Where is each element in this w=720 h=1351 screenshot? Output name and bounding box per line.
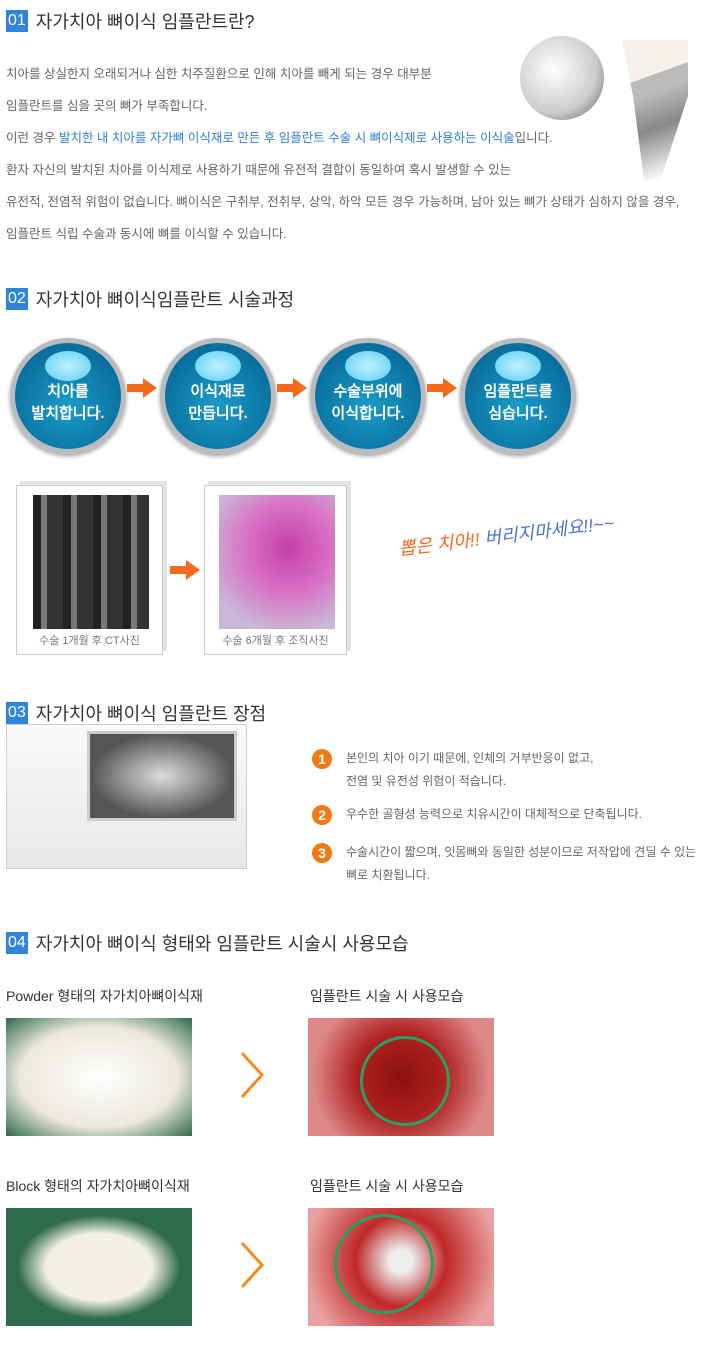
number-badge-icon: 1	[312, 749, 332, 769]
usage-label: 임플란트 시술 시 사용모습	[310, 988, 464, 1004]
text-line: 임플란트 식립 수술과 동시에 뼈를 이식할 수 있습니다.	[6, 227, 287, 241]
text-line: 임플란트를 심을 곳의 뼈가 부족합니다.	[6, 99, 208, 113]
xray-monitor-image	[6, 724, 247, 869]
number-badge-icon: 3	[312, 843, 332, 863]
section-heading: 자가치아 뼈이식임플란트 시술과정	[35, 290, 295, 310]
step-text: 만듭니다.	[188, 405, 248, 422]
ct-photo-card: 수술 1개월 후 CT사진	[16, 485, 163, 655]
tissue-photo-card: 수술 6개월 후 조직사진	[204, 485, 347, 655]
text: 이런 경우	[6, 131, 59, 145]
tissue-image	[219, 495, 335, 629]
advantage-text: 뼈로 치환됩니다.	[346, 868, 430, 882]
step-text: 치아를	[47, 383, 89, 400]
advantage-item-1: 1 본인의 치아 이기 때문에, 인체의 거부반응이 없고, 전염 및 유전성 위험…	[312, 747, 593, 793]
step-text: 발치합니다.	[31, 405, 105, 422]
text-line: 이런 경우 발치한 내 치아를 자가뼈 이식재로 만든 후 임플란트 수술 시 …	[6, 122, 679, 154]
section-2-title: 02 자가치아 뼈이식임플란트 시술과정	[6, 286, 294, 312]
section-1-title: 01 자가치아 뼈이식 임플란트란?	[6, 8, 255, 34]
powder-label: Powder 형태의 자가치아뼈이식재	[6, 988, 203, 1004]
arrow-right-icon	[127, 378, 157, 398]
advantage-text: 전염 및 유전성 위험이 적습니다.	[346, 774, 507, 788]
section-4-title: 04 자가치아 뼈이식 형태와 임플란트 시술시 사용모습	[6, 930, 409, 956]
advantage-item-2: 2 우수한 골형성 능력으로 치유시간이 대체적으로 단축됩니다.	[312, 803, 642, 826]
section-heading: 자가치아 뼈이식 임플란트란?	[35, 12, 255, 32]
usage-image-1	[308, 1018, 494, 1136]
section-number: 03	[6, 702, 28, 724]
handwriting-text: 버리지마세요!!~~	[483, 512, 616, 549]
advantage-text: 수술시간이 짧으며, 잇몸뼈와 동일한 성분이므로 저작압에 견딜 수 있는	[346, 845, 697, 859]
text-line: 치아를 상실한지 오래되거나 심한 치주질환으로 인해 치아를 빼게 되는 경우…	[6, 67, 432, 81]
step-text: 이식합니다.	[331, 405, 405, 422]
advantage-text: 우수한 골형성 능력으로 치유시간이 대체적으로 단축됩니다.	[346, 807, 643, 821]
block-image	[6, 1208, 192, 1326]
step-text: 심습니다.	[488, 405, 548, 422]
step-text: 임플란트를	[483, 383, 553, 400]
chevron-right-icon	[240, 1241, 265, 1289]
arrow-right-icon	[427, 378, 457, 398]
text-line: 환자 자신의 발치된 치아를 이식제로 사용하기 때문에 유전적 결합이 동일하…	[6, 163, 512, 177]
highlight-text: 발치한 내 치아를 자가뼈 이식재로 만든 후 임플란트 수술 시 뼈이식제로 …	[58, 131, 515, 145]
tooth-image	[520, 36, 604, 120]
section-heading: 자가치아 뼈이식 형태와 임플란트 시술시 사용모습	[35, 934, 409, 954]
step-text: 이식재로	[190, 383, 246, 400]
handwriting-text: 뽑은 치아!!	[397, 529, 481, 560]
usage-image-2	[308, 1208, 494, 1326]
text: 입니다.	[514, 131, 553, 145]
section-number: 01	[6, 10, 28, 32]
section-number: 02	[6, 288, 28, 310]
step-text: 수술부위에	[333, 383, 403, 400]
handwriting-message: 뽑은 치아!! 버리지마세요!!~~	[397, 509, 615, 561]
chevron-right-icon	[240, 1051, 265, 1099]
arrow-right-icon	[277, 378, 307, 398]
intro-paragraph: 치아를 상실한지 오래되거나 심한 치주질환으로 인해 치아를 빼게 되는 경우…	[6, 58, 679, 250]
arrow-right-icon	[170, 560, 200, 580]
section-heading: 자가치아 뼈이식 임플란트 장점	[35, 704, 267, 724]
photo-caption: 수술 6개월 후 조직사진	[222, 635, 329, 647]
number-badge-icon: 2	[312, 805, 332, 825]
ct-image	[33, 495, 149, 629]
usage-label: 임플란트 시술 시 사용모습	[310, 1178, 464, 1194]
text-line: 유전적, 전염적 위험이 없습니다. 뼈이식은 구취부, 전취부, 상악, 하악…	[6, 195, 680, 209]
section-3-title: 03 자가치아 뼈이식 임플란트 장점	[6, 700, 266, 726]
section-number: 04	[6, 932, 28, 954]
block-label: Block 형태의 자가치아뼈이식재	[6, 1178, 190, 1194]
powder-image	[6, 1018, 192, 1136]
photo-caption: 수술 1개월 후 CT사진	[39, 635, 140, 647]
advantage-text: 본인의 치아 이기 때문에, 인체의 거부반응이 없고,	[346, 751, 594, 765]
